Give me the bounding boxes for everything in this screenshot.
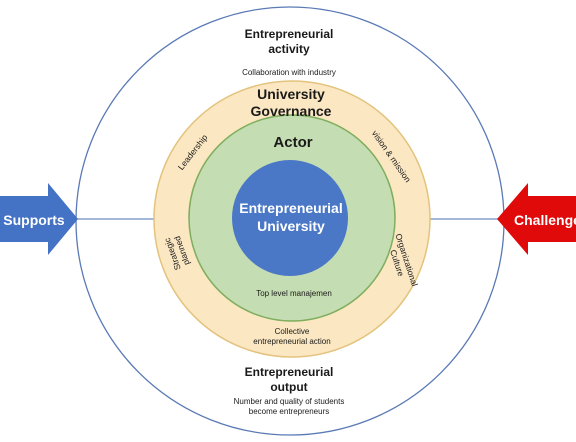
collective-label-line2: entrepreneurial action [253, 337, 330, 346]
collective-label-line1: Collective [275, 327, 310, 336]
supports-label: Supports [3, 212, 65, 228]
core-title-line2: University [257, 218, 325, 234]
activity-subtitle: Collaboration with industry [242, 68, 336, 77]
output-title-line1: Entrepreneurial [245, 365, 334, 379]
output-title-line2: output [270, 380, 307, 394]
supports-arrow [0, 183, 78, 255]
actor-bottom-label: Top level manajemen [256, 289, 332, 298]
challenges-label: Challenges [514, 212, 576, 228]
activity-title-line2: activity [268, 42, 310, 56]
governance-title-line2: Governance [251, 103, 332, 119]
activity-title-line1: Entrepreneurial [245, 27, 334, 41]
core-title-line1: Entrepreneurial [239, 200, 342, 216]
challenges-arrow [497, 183, 576, 255]
output-subtitle-line2: become entrepreneurs [249, 407, 330, 416]
actor-title: Actor [273, 134, 312, 151]
core-circle [232, 160, 348, 276]
governance-title-line1: University [257, 86, 325, 102]
output-subtitle-line1: Number and quality of students [234, 397, 345, 406]
